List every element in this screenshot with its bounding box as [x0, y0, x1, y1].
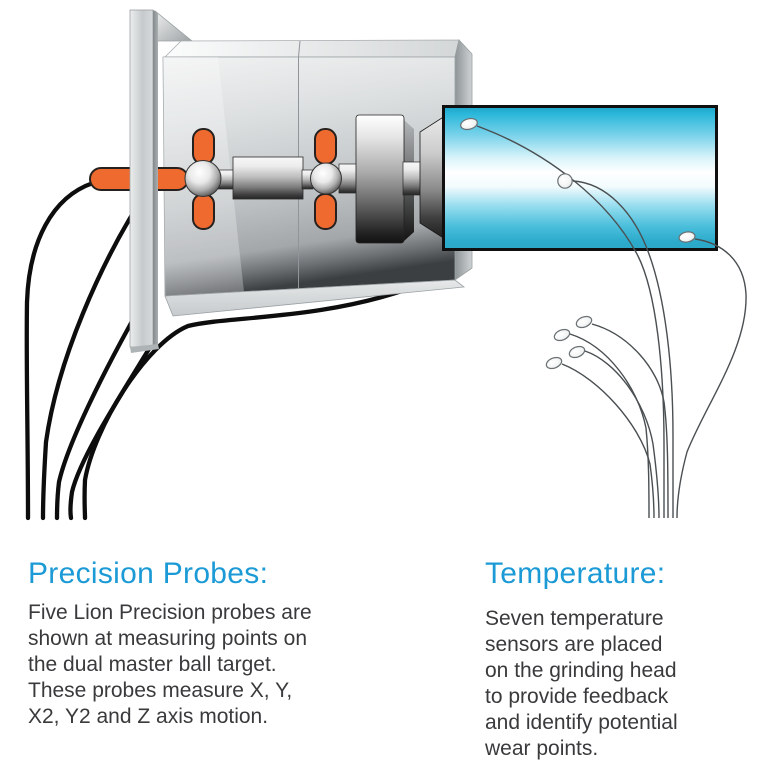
spindle-disc [355, 114, 405, 244]
taper-cone [419, 115, 446, 240]
probe-y-upper-2 [314, 128, 337, 165]
precision-probes-body: Five Lion Precision probes are shown at … [28, 601, 312, 728]
precision-probes-section: Precision Probes: Five Lion Precision pr… [28, 557, 448, 730]
sensor-wire [572, 180, 674, 518]
block-rear-wedge [154, 10, 194, 42]
sensor-wire [591, 323, 669, 519]
temperature-sensor [568, 345, 586, 359]
temperature-sensor [557, 173, 573, 189]
sensor-wires [476, 125, 747, 519]
probe-cable-1 [24, 180, 96, 521]
temperature-sensors [460, 117, 696, 370]
probe-cable-3 [54, 313, 138, 521]
block-seam [298, 40, 301, 293]
temperature-sensor [678, 231, 696, 243]
temperature-sensor [553, 328, 571, 342]
caption-row: Precision Probes: Five Lion Precision pr… [0, 557, 768, 762]
probe-y-upper-1 [192, 128, 215, 165]
machine-illustration [24, 9, 747, 521]
sensor-wire [561, 363, 655, 519]
sensor-wire [569, 333, 650, 519]
flange-side [153, 10, 158, 347]
spindle-shaft [216, 114, 446, 244]
temperature-section: Temperature: Seven temperature sensors a… [485, 557, 678, 762]
shaft-segment [402, 161, 422, 196]
precision-probes-heading: Precision Probes: [28, 557, 269, 590]
temperature-heading: Temperature: [485, 557, 666, 590]
probe-y-lower-2 [314, 193, 337, 230]
spacer-cylinder [232, 156, 304, 200]
sensor-wire [584, 350, 660, 519]
flange-front [129, 9, 154, 348]
block-bottom-bevel [164, 279, 466, 317]
probe-cable-2 [40, 207, 138, 521]
grinding-head-cylinder [442, 105, 718, 251]
block-top-face [164, 39, 460, 58]
flange-plate [129, 9, 159, 353]
master-ball-1 [184, 160, 222, 197]
probes-vertical [192, 128, 337, 230]
temperature-sensor [460, 117, 478, 131]
master-ball-2 [310, 162, 342, 195]
temperature-sensor [545, 356, 563, 370]
temperature-body: Seven temperature sensors are placed on … [485, 607, 678, 760]
flange-bottom [130, 344, 159, 353]
temperature-sensor [575, 315, 593, 329]
sensor-wire [476, 125, 665, 518]
sensor-wire [676, 238, 747, 519]
probe-y-lower-1 [192, 193, 215, 230]
